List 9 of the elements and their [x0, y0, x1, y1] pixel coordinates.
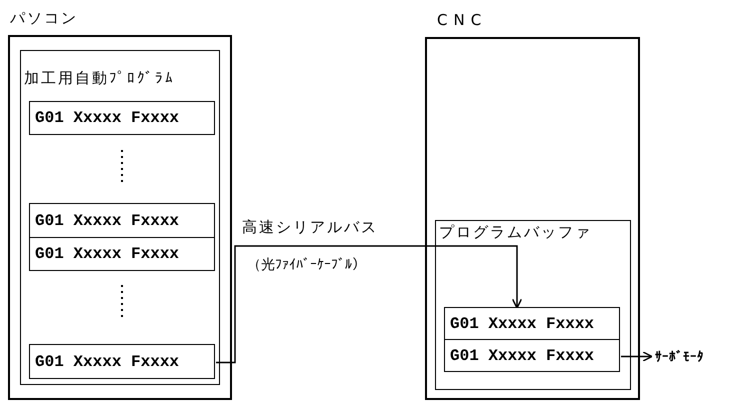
- panel-heading: プログラムバッファ: [439, 223, 592, 242]
- panel-heading: 加工用自動ﾌﾟﾛｸﾞﾗﾑ: [24, 69, 175, 88]
- connector-arrow: [621, 351, 653, 362]
- program-panel: [20, 50, 220, 385]
- output-label: ｻｰﾎﾞﾓｰﾀ: [655, 345, 748, 369]
- panel-heading: CNC: [437, 11, 488, 29]
- program-panel: [435, 220, 631, 390]
- panel-heading: パソコン: [10, 9, 78, 28]
- connector-arrow: [216, 245, 522, 364]
